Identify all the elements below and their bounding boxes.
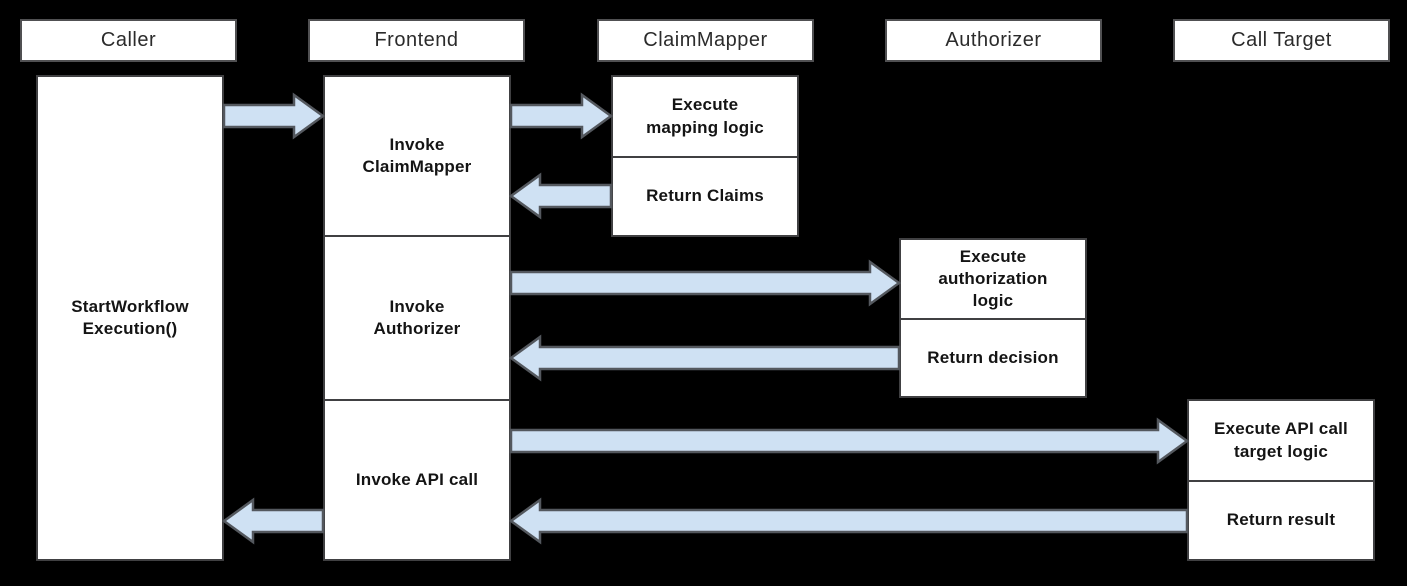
box-invoke-authorizer: Invoke Authorizer [323, 235, 511, 401]
arrow-calltarget-to-frontend [508, 497, 1189, 545]
box-startworkflow-execution: StartWorkflow Execution() [36, 75, 224, 561]
arrow-claimmapper-to-frontend [508, 172, 613, 220]
box-return-result: Return result [1187, 480, 1375, 561]
box-execute-api-call-target-logic: Execute API call target logic [1187, 399, 1375, 482]
lifeline-header-frontend: Frontend [308, 19, 525, 62]
box-return-claims: Return Claims [611, 156, 799, 237]
box-invoke-api-call: Invoke API call [323, 399, 511, 561]
box-return-decision: Return decision [899, 318, 1087, 398]
lifeline-header-authorizer: Authorizer [885, 19, 1102, 62]
arrow-frontend-to-authorizer [509, 259, 902, 307]
arrow-frontend-to-claimmapper [509, 92, 614, 140]
lifeline-header-caller: Caller [20, 19, 237, 62]
box-invoke-claimmapper: Invoke ClaimMapper [323, 75, 511, 237]
arrow-caller-to-frontend [222, 92, 326, 140]
arrow-authorizer-to-frontend [508, 334, 901, 382]
box-execute-mapping-logic: Execute mapping logic [611, 75, 799, 158]
arrow-frontend-to-calltarget [509, 417, 1190, 465]
lifeline-header-claimmapper: ClaimMapper [597, 19, 814, 62]
lifeline-header-call-target: Call Target [1173, 19, 1390, 62]
arrow-frontend-to-caller [221, 497, 325, 545]
box-execute-authorization-logic: Execute authorization logic [899, 238, 1087, 320]
